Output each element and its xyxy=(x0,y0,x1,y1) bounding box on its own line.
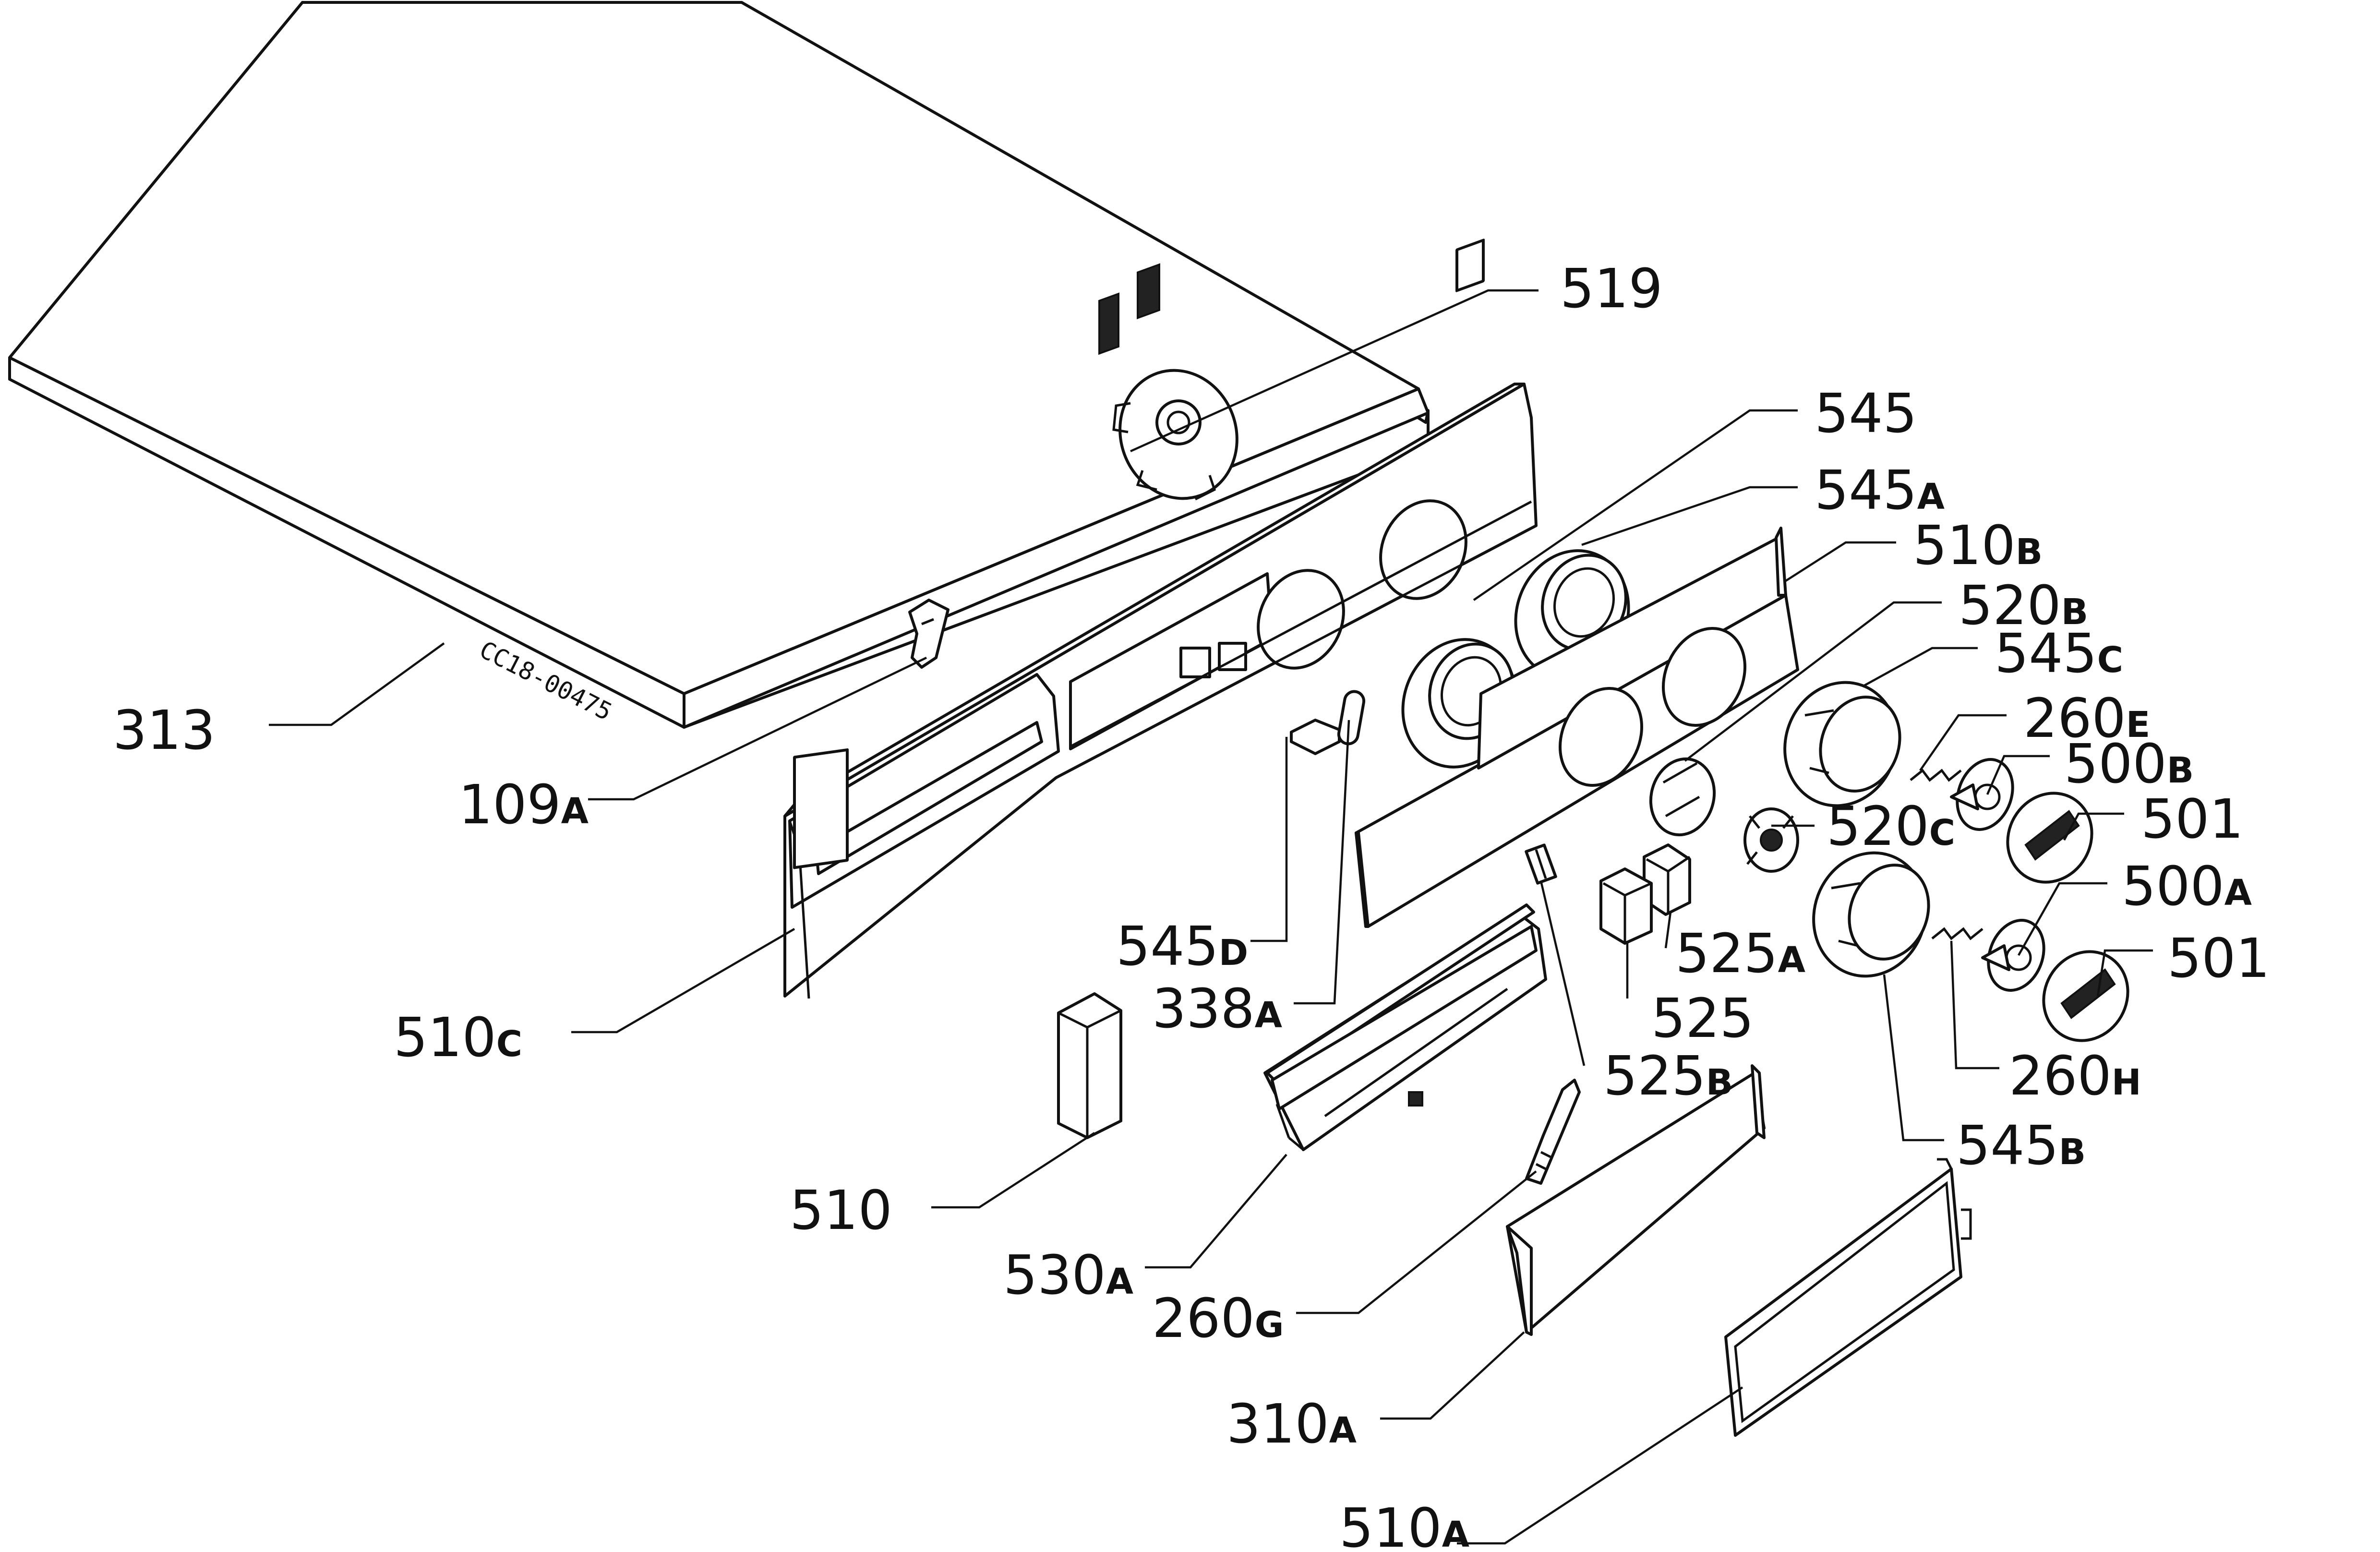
worktop-lid-313: CC18-00475 xyxy=(8,1,1430,729)
callout-501-lower: 501 xyxy=(2167,927,2270,990)
knob-cup-545b xyxy=(1812,851,1930,978)
callout-545a: 545A xyxy=(1815,459,1945,522)
callout-313: 313 xyxy=(113,699,216,762)
switch-525 xyxy=(1599,867,1653,945)
callout-260h: 260H xyxy=(2009,1045,2141,1107)
switch-rocker-338a xyxy=(1337,690,1366,746)
gear-wheel-519 xyxy=(1112,369,1238,501)
callout-520c: 520C xyxy=(1827,795,1955,858)
callout-338a: 338A xyxy=(1152,978,1282,1040)
switch-plug-545d xyxy=(1290,719,1341,755)
leader-lines xyxy=(269,289,2153,1545)
callout-500b: 500B xyxy=(2064,733,2194,795)
callout-530a: 530A xyxy=(1003,1244,1133,1307)
end-cap-510 xyxy=(1057,992,1122,1139)
callout-545b: 545B xyxy=(1956,1115,2086,1177)
callout-510: 510 xyxy=(790,1179,892,1242)
callout-519: 519 xyxy=(1560,258,1663,320)
latch-hook-109a xyxy=(908,599,950,669)
knob-insert-500b xyxy=(1950,758,2014,831)
callout-525a: 525A xyxy=(1675,923,1805,985)
detergent-drawer-530a xyxy=(1263,903,1547,1151)
callout-525: 525 xyxy=(1651,987,1754,1050)
callout-510b: 510B xyxy=(1913,515,2043,577)
callout-525b: 525B xyxy=(1603,1045,1733,1107)
callout-545d: 545D xyxy=(1116,915,1248,978)
trim-strip-510a xyxy=(1724,1158,1972,1437)
knob-carrier-520b xyxy=(1649,757,1716,837)
knob-insert-500a xyxy=(1981,919,2045,992)
callout-310a: 310A xyxy=(1226,1393,1357,1456)
control-fascia-510c xyxy=(783,263,1538,999)
callout-260g: 260G xyxy=(1152,1287,1284,1350)
decor-panel-510b xyxy=(1355,239,1799,928)
knob-cap-501-lower xyxy=(2042,950,2129,1042)
callout-510c: 510C xyxy=(394,1007,522,1069)
callout-510a: 510A xyxy=(1339,1497,1469,1552)
callout-501-upper: 501 xyxy=(2141,788,2244,851)
callout-520b: 520B xyxy=(1959,575,2088,637)
knob-carrier-520c xyxy=(1743,807,1799,873)
callout-labels: 313 519 109A 545 545A 510B 520B 545C 260… xyxy=(113,258,2270,1552)
callout-545c: 545C xyxy=(1995,623,2123,685)
spring-260h xyxy=(1931,927,1983,940)
spring-260e xyxy=(1910,769,1962,782)
spring-clip-260g xyxy=(1525,1079,1581,1185)
drawer-front-310a xyxy=(1506,1064,1766,1336)
callout-109a: 109A xyxy=(458,774,589,836)
lamp-525b xyxy=(1525,843,1557,885)
knob-cap-501-upper xyxy=(2006,792,2093,884)
callout-500a: 500A xyxy=(2122,855,2252,918)
callout-260e: 260E xyxy=(2023,687,2150,750)
knob-cup-545c xyxy=(1783,681,1901,807)
callout-545: 545 xyxy=(1815,383,1917,445)
